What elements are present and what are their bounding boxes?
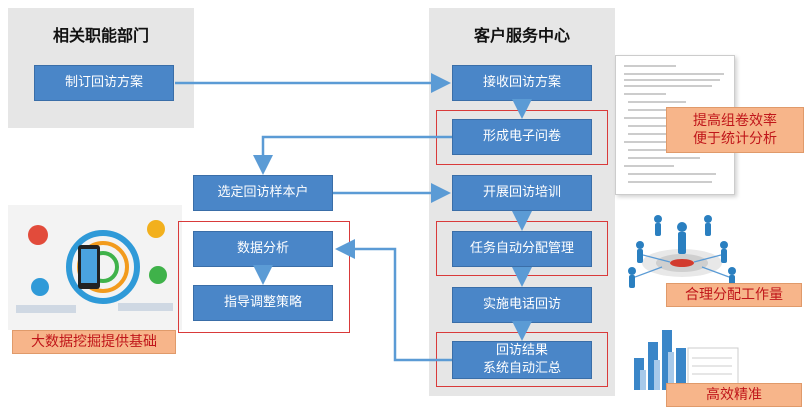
form-survey-box: 形成电子问卷 [452,119,592,155]
bigdata-callout-label: 大数据挖掘提供基础 [31,333,157,350]
select-sample-box: 选定回访样本户 [193,175,333,211]
data-analysis-box: 数据分析 [193,231,333,267]
efficiency-callout-line1: 提高组卷效率 [693,112,777,129]
select-sample-label: 选定回访样本户 [217,185,309,201]
data-analysis-label: 数据分析 [236,241,289,257]
make-plan-box: 制订回访方案 [34,65,174,101]
target-people-illustration [622,205,742,290]
training-label: 开展回访培训 [482,185,561,201]
precise-callout: 高效精准 [666,383,802,407]
big-data-infographic-illustration [8,205,182,330]
task-assign-label: 任务自动分配管理 [469,241,574,257]
guide-strategy-box: 指导调整策略 [193,285,333,321]
task-assign-box: 任务自动分配管理 [452,231,592,267]
summary-label-line2: 系统自动汇总 [482,361,561,376]
workload-callout: 合理分配工作量 [666,283,802,307]
efficiency-callout-line2: 便于统计分析 [693,131,777,147]
bar-chart-illustration [628,318,743,398]
form-survey-label: 形成电子问卷 [482,129,561,145]
precise-callout-label: 高效精准 [706,386,762,403]
efficiency-callout: 提高组卷效率 便于统计分析 [666,107,804,153]
bigdata-callout: 大数据挖掘提供基础 [12,330,176,354]
make-plan-label: 制订回访方案 [64,75,143,91]
customer-service-center-title: 客户服务中心 [473,26,570,45]
arrow-summary-to-analysis [335,239,452,362]
guide-strategy-label: 指导调整策略 [223,295,302,311]
receive-plan-label: 接收回访方案 [482,75,561,91]
analysis-highlight-frame [178,221,350,333]
arrow-survey-to-sample [253,135,452,175]
summary-box: 回访结果 系统自动汇总 [452,341,592,379]
phone-visit-label: 实施电话回访 [482,297,561,313]
phone-visit-box: 实施电话回访 [452,287,592,323]
related-departments-title: 相关职能部门 [52,26,149,45]
summary-label-line1: 回访结果 [495,343,548,359]
workload-callout-label: 合理分配工作量 [685,286,783,303]
training-box: 开展回访培训 [452,175,592,211]
